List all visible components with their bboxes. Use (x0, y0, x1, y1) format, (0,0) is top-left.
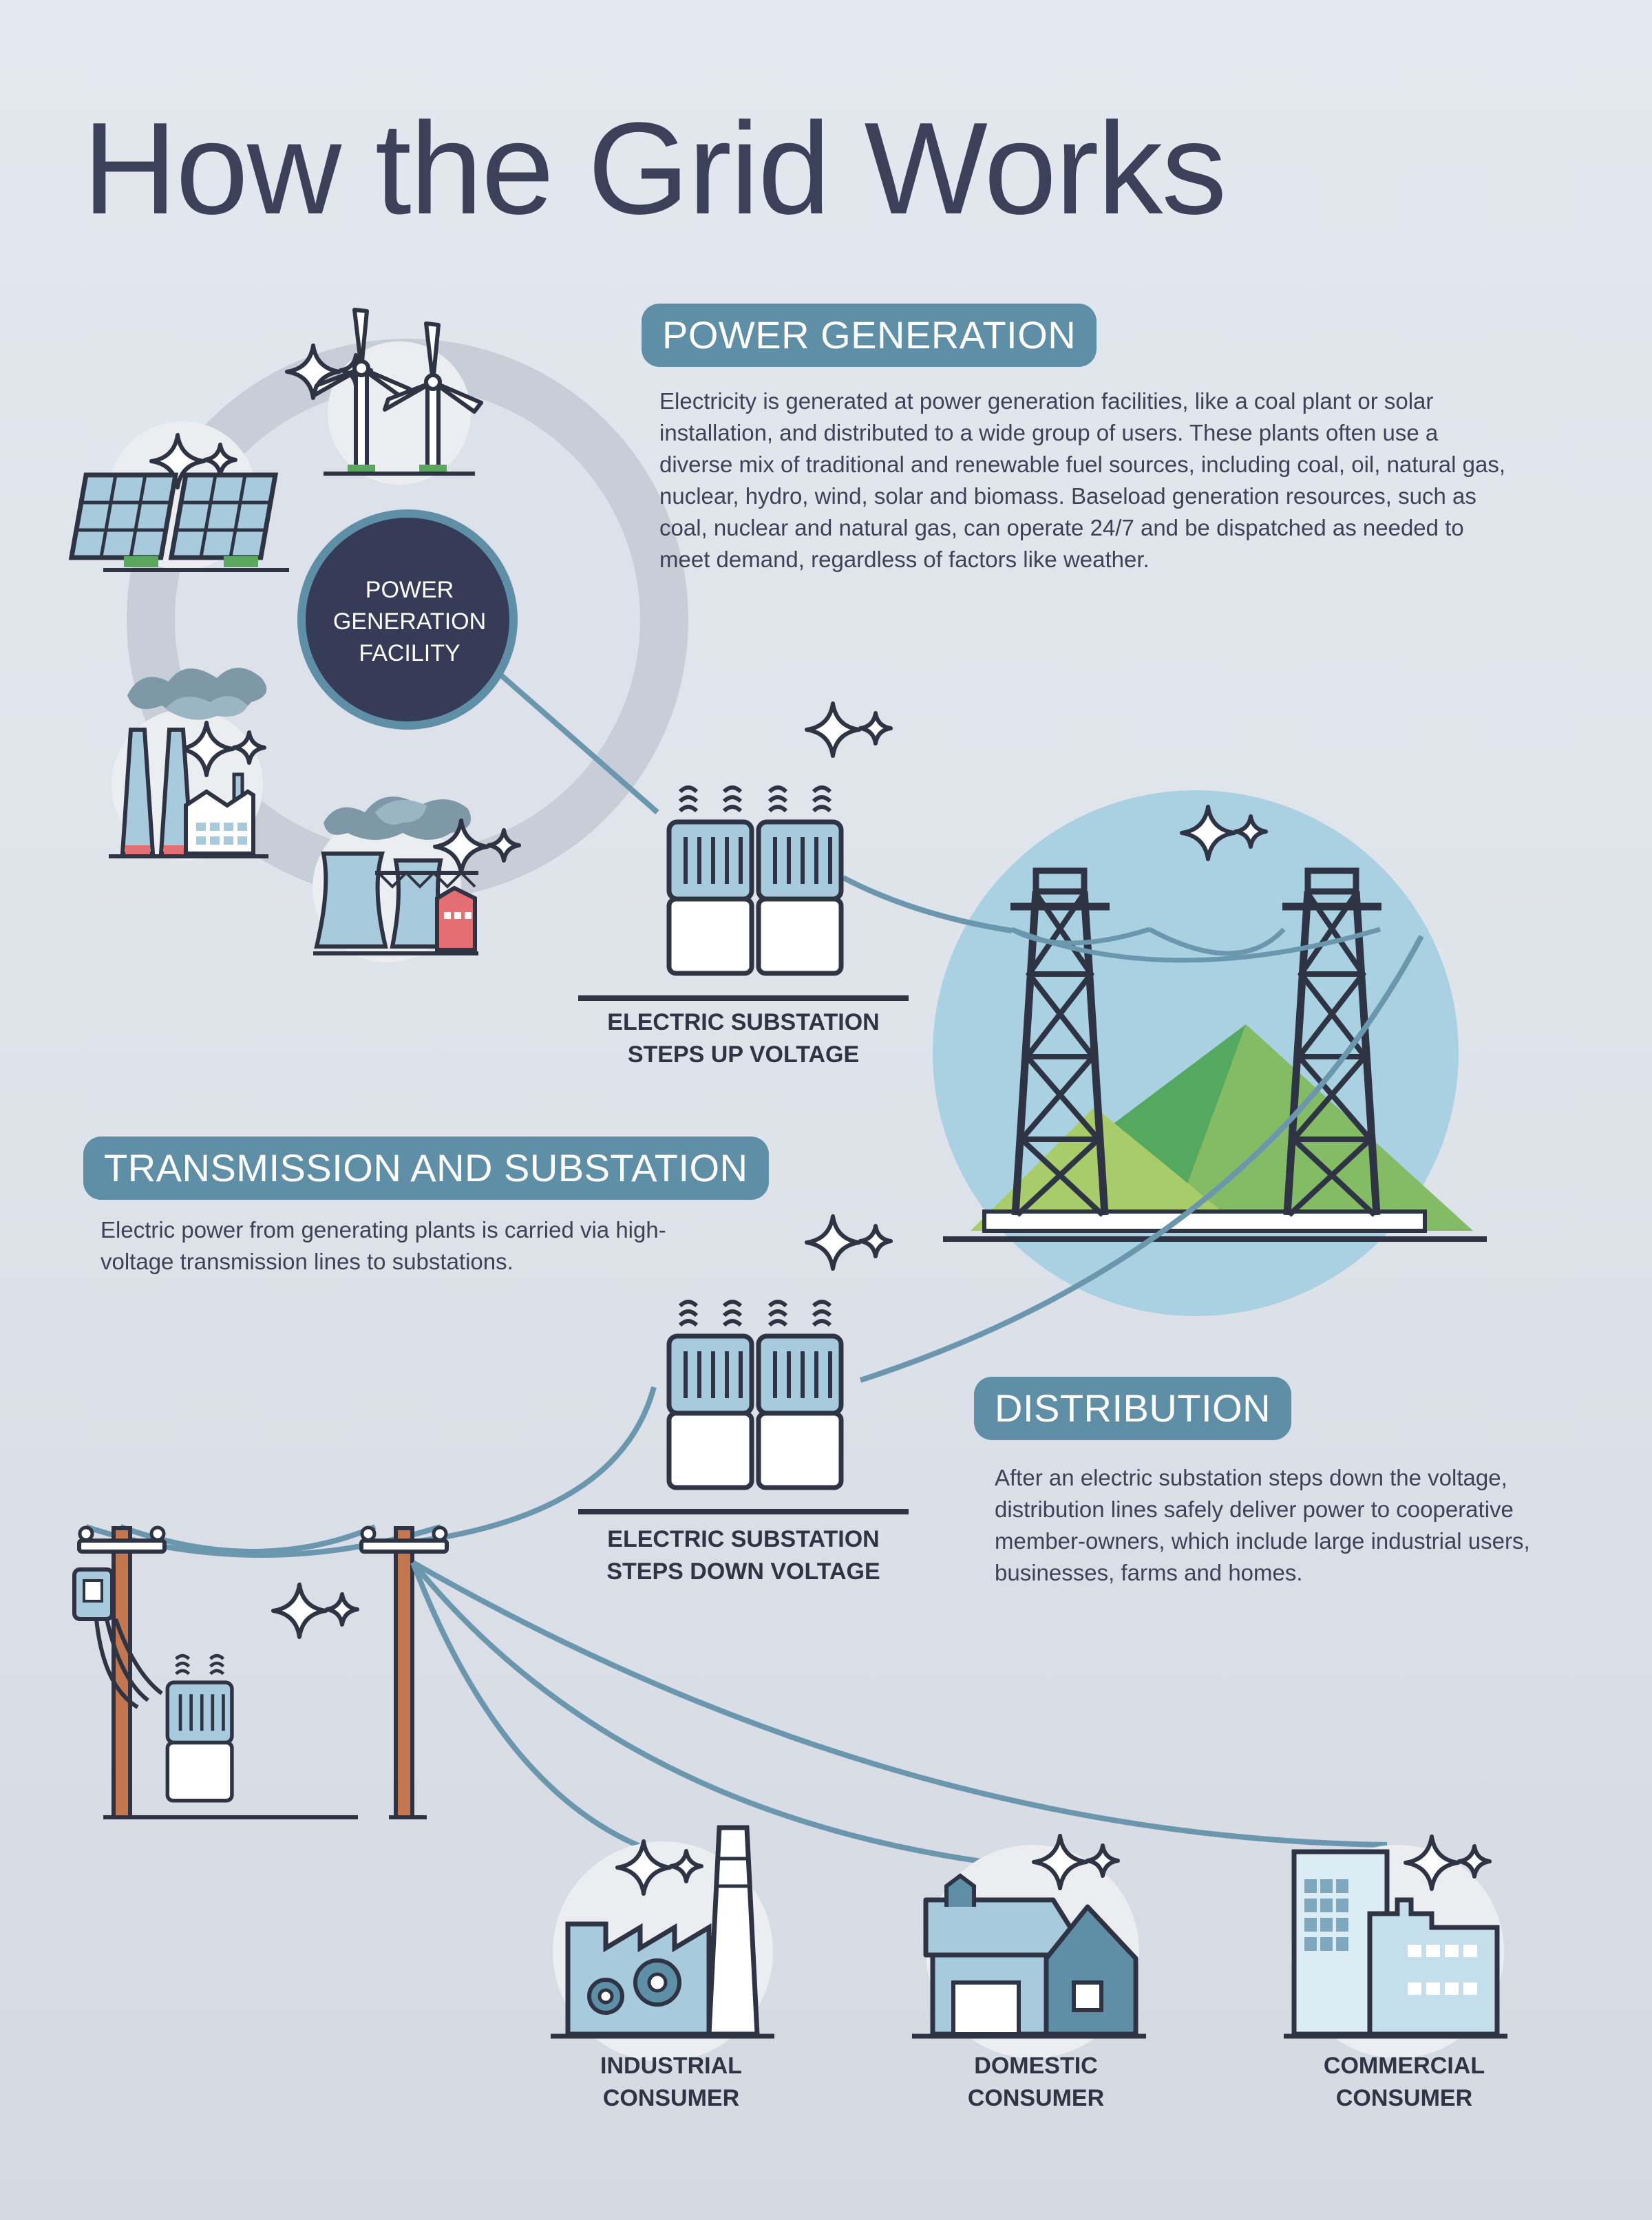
domestic-label-line-2: CONSUMER (967, 2085, 1105, 2111)
hub-label: POWER GENERATION FACILITY (296, 574, 523, 669)
power-generation-heading: POWER GENERATION (642, 304, 1097, 367)
commercial-label-line-2: CONSUMER (1335, 2085, 1473, 2111)
page-title: How the Grid Works (83, 96, 1227, 242)
domestic-label-line-1: DOMESTIC (974, 2053, 1098, 2079)
power-generation-body: Electricity is generated at power genera… (659, 388, 1506, 572)
hub-label-line-3: FACILITY (359, 640, 460, 666)
industrial-consumer-label: INDUSTRIAL CONSUMER (554, 2050, 788, 2115)
substation-icon-step-up (578, 704, 909, 1001)
step-down-label-line-2: STEPS DOWN VOLTAGE (606, 1558, 880, 1585)
step-up-substation-label: ELECTRIC SUBSTATION STEPS UP VOLTAGE (571, 1006, 915, 1071)
step-up-label-line-1: ELECTRIC SUBSTATION (607, 1009, 880, 1035)
commercial-label-line-1: COMMERCIAL (1323, 2053, 1485, 2079)
commercial-consumer-label: COMMERCIAL CONSUMER (1287, 2050, 1521, 2115)
transmission-line-1 (842, 875, 1013, 933)
distribution-heading: DISTRIBUTION (974, 1377, 1292, 1440)
transmission-heading: TRANSMISSION AND SUBSTATION (83, 1137, 769, 1200)
transmission-body: Electric power from generating plants is… (100, 1217, 666, 1274)
domestic-consumer-label: DOMESTIC CONSUMER (919, 2050, 1153, 2115)
coal-plant-icon (109, 668, 268, 860)
distribution-line-commercial (412, 1560, 1388, 1848)
transmission-line-2 (859, 935, 1424, 1383)
transmission-tower-icon (933, 790, 1487, 1316)
substation-icon-step-down (578, 1216, 909, 1514)
step-up-label-line-2: STEPS UP VOLTAGE (627, 1042, 860, 1068)
step-down-feed-line (412, 1386, 657, 1545)
solar-panel-icon (68, 421, 289, 572)
office-building-icon (1284, 1837, 1507, 2058)
hub-connector-line (487, 662, 659, 815)
house-icon (912, 1836, 1146, 2058)
distribution-body: After an electric substation steps down … (995, 1465, 1530, 1585)
nuclear-plant-icon (313, 796, 519, 962)
distribution-line-industrial (410, 1561, 655, 1854)
wind-turbine-icon (287, 308, 483, 485)
utility-pole-icon (72, 1524, 447, 1819)
step-down-label-line-1: ELECTRIC SUBSTATION (607, 1526, 880, 1552)
hub-label-line-2: GENERATION (332, 609, 487, 635)
distribution-line-domestic (410, 1561, 1013, 1868)
hub-label-line-1: POWER (365, 577, 454, 603)
step-down-substation-label: ELECTRIC SUBSTATION STEPS DOWN VOLTAGE (571, 1523, 915, 1588)
industrial-label-line-2: CONSUMER (602, 2085, 740, 2111)
factory-icon (551, 1825, 774, 2062)
industrial-label-line-1: INDUSTRIAL (600, 2053, 742, 2079)
power-generation-facility-hub (297, 509, 518, 730)
